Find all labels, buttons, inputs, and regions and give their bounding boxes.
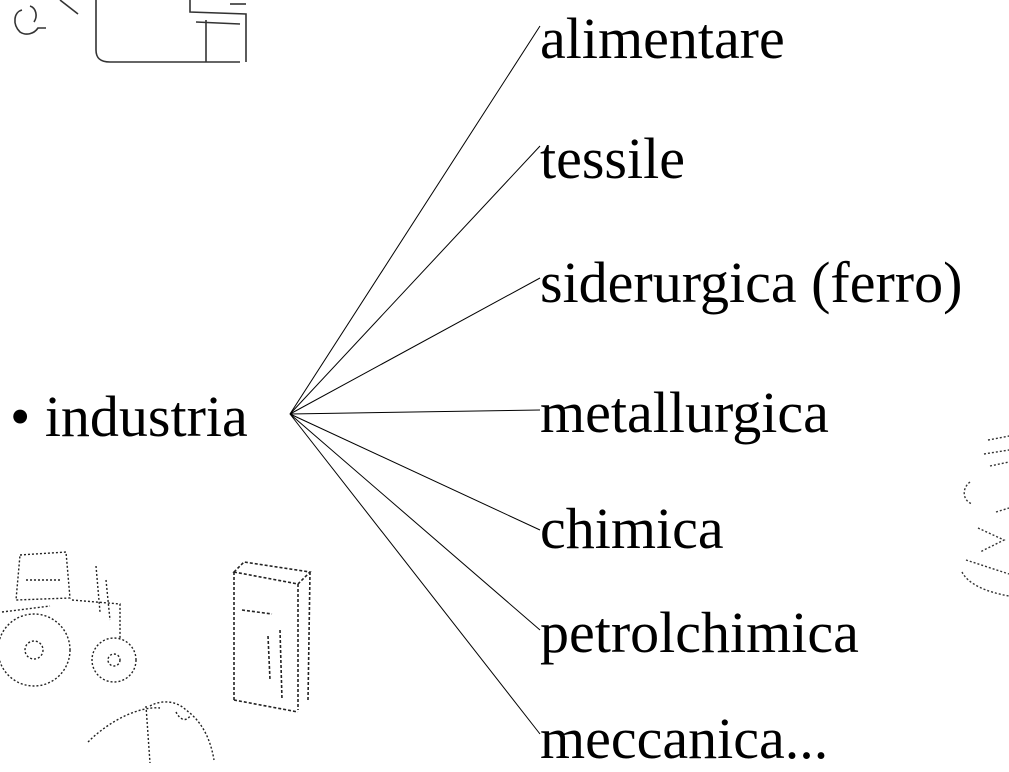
branch-tessile: tessile	[540, 126, 685, 192]
appliance-box-icon	[232, 561, 312, 713]
connector-lines	[289, 25, 541, 735]
connector-line	[289, 277, 541, 415]
branch-label: petrolchimica	[540, 600, 859, 665]
connector-line	[289, 25, 541, 415]
branch-alimentare: alimentare	[540, 6, 785, 72]
branch-metallurgica: metallurgica	[540, 380, 829, 446]
connector-line	[289, 409, 541, 415]
branch-label: tessile	[540, 126, 685, 191]
branch-chimica: chimica	[540, 496, 724, 562]
branch-meccanica: meccanica...	[540, 706, 828, 772]
branch-petrolchimica: petrolchimica	[540, 600, 859, 666]
branch-siderurgica: siderurgica (ferro)	[540, 250, 962, 316]
root-label: industria	[44, 384, 248, 449]
branch-label: siderurgica (ferro)	[540, 250, 963, 315]
branch-label: chimica	[540, 496, 724, 561]
branch-label: meccanica...	[540, 706, 829, 771]
bullet: •	[10, 384, 31, 449]
connector-line	[289, 145, 541, 415]
figure-icon	[87, 701, 215, 763]
root-node-industria: • industria	[10, 384, 248, 450]
robot-arm-icon	[961, 435, 1009, 597]
connector-line	[289, 413, 541, 631]
connector-line	[289, 413, 541, 735]
branch-label: alimentare	[540, 6, 785, 71]
branch-label: metallurgica	[540, 380, 829, 445]
tractor-icon	[0, 551, 137, 687]
wrench-and-box-icon	[14, 0, 247, 63]
connector-line	[289, 413, 541, 531]
